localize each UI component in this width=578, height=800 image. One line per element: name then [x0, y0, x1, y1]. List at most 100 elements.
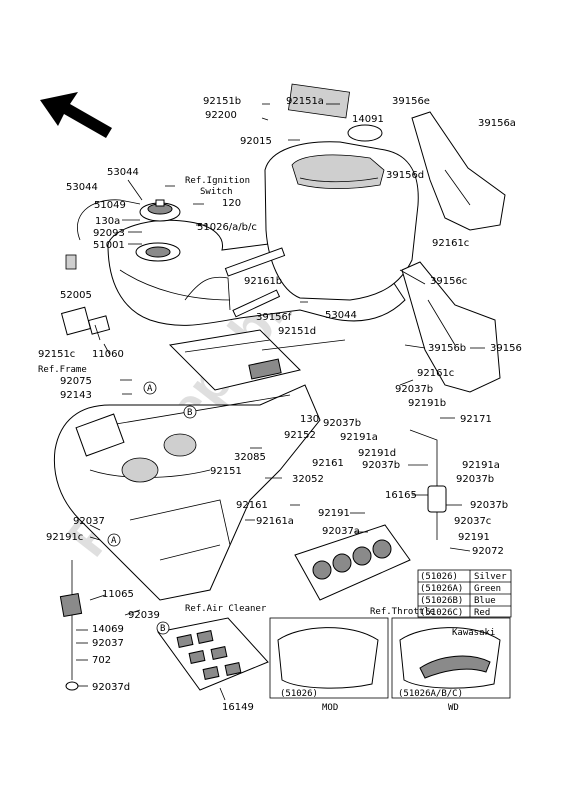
part-label: 92075	[60, 376, 92, 387]
throttle-body	[294, 524, 411, 601]
part-label: 92161	[236, 500, 268, 511]
color-legend: (51026) Silver (51026A) Green (51026B) B…	[417, 569, 512, 618]
part-label: 702	[92, 655, 111, 666]
legend-color: Red	[474, 608, 490, 618]
legend-color: Green	[474, 584, 501, 594]
legend-code: (51026B)	[420, 596, 463, 606]
part-label: 11065	[102, 589, 134, 600]
part-label: 92039	[128, 610, 160, 621]
tank-variant-caption-right: WD	[448, 703, 459, 713]
part-label: 53044	[66, 182, 98, 193]
part-label: 92161c	[417, 368, 454, 379]
part-label: 92171	[460, 414, 492, 425]
front-direction-arrow-icon	[40, 92, 112, 138]
part-label: 51026/a/b/c	[197, 222, 257, 233]
part-label: 92191c	[46, 532, 83, 543]
tank-strip-lower	[232, 289, 281, 318]
part-label: 16149	[222, 702, 254, 713]
tank-strip	[224, 247, 286, 277]
svg-text:A: A	[111, 536, 117, 546]
part-labels: 92151b 92200 92151a 39156e 14091 39156a …	[38, 96, 522, 713]
part-label: 39156	[490, 343, 522, 354]
part-label: 51049	[94, 200, 126, 211]
legend-code: (51026A)	[420, 584, 463, 594]
callout-b-lower: B	[156, 621, 170, 635]
part-label: 92037b	[456, 474, 494, 485]
callout-a-lower: A	[107, 533, 121, 547]
part-label: 11060	[92, 349, 124, 360]
part-label: 92161	[312, 458, 344, 469]
tank-cover	[264, 83, 419, 301]
tank-variant-code-right: (51026A/B/C)	[398, 689, 463, 699]
part-label: 92191d	[358, 448, 396, 459]
ref-air-cleaner-label: Ref.Air Cleaner	[185, 604, 267, 614]
fuel-filter	[409, 429, 447, 540]
part-label: 92072	[472, 546, 504, 557]
part-label: 32085	[234, 452, 266, 463]
part-label: 52005	[60, 290, 92, 301]
leader-lines	[76, 103, 485, 701]
ref-throttle-label: Ref.Throttle	[370, 607, 435, 617]
part-label: 120	[222, 198, 241, 209]
tank-variant-wd: Kawasaki (51026A/B/C) WD	[391, 617, 511, 713]
air-cleaner-element	[157, 617, 269, 691]
part-label: 53044	[325, 310, 357, 321]
part-label: 39156a	[478, 118, 516, 129]
part-label: 92037	[92, 638, 124, 649]
brand-badge: Kawasaki	[452, 628, 495, 638]
fuel-pump-module	[60, 254, 111, 336]
part-label: 39156e	[392, 96, 430, 107]
part-label: 39156c	[430, 276, 467, 287]
tank-variant-code-left: (51026)	[280, 689, 318, 699]
part-label: 92191a	[340, 432, 378, 443]
part-label: 92151c	[38, 349, 75, 360]
tank-variant-mod: (51026) MOD	[269, 617, 389, 713]
part-label: 92161a	[256, 516, 294, 527]
part-label: 92152	[284, 430, 316, 441]
callout-b-upper: B	[183, 405, 197, 419]
tank-variant-caption-left: MOD	[322, 703, 338, 713]
drain-hose	[59, 560, 83, 691]
ref-frame-label: Ref.Frame	[38, 365, 87, 375]
part-label: 92191a	[462, 460, 500, 471]
part-label: 92161b	[244, 276, 282, 287]
ref-ignition-label: Ref.Ignition	[185, 176, 250, 186]
part-label: 92151b	[203, 96, 241, 107]
part-label: 92161c	[432, 238, 469, 249]
part-label: 92191b	[408, 398, 446, 409]
part-label: 92037c	[454, 516, 491, 527]
side-cover-lower	[401, 261, 501, 393]
part-label: 92015	[240, 136, 272, 147]
part-label: 92037a	[322, 526, 360, 537]
part-label: 39156f	[256, 312, 292, 323]
part-label: 92151d	[278, 326, 316, 337]
legend-code: (51026C)	[420, 608, 463, 618]
part-label: 92200	[205, 110, 237, 121]
side-cover-upper	[411, 111, 506, 231]
part-label: 39156b	[428, 343, 466, 354]
part-label: 92093	[93, 228, 125, 239]
drain-cable	[261, 339, 346, 351]
part-label: 92037b	[323, 418, 361, 429]
tank-bracket	[168, 329, 301, 391]
legend-color: Blue	[474, 596, 496, 606]
part-label: 92037	[73, 516, 105, 527]
part-label: 92037b	[362, 460, 400, 471]
part-label: 92191	[458, 532, 490, 543]
frame	[53, 384, 321, 601]
part-label: 51001	[93, 240, 125, 251]
part-label: 14069	[92, 624, 124, 635]
part-label: 92191	[318, 508, 350, 519]
part-label: 39156d	[386, 170, 424, 181]
part-label: 130a	[95, 216, 120, 227]
part-label: 92037b	[470, 500, 508, 511]
fuel-cap	[139, 199, 181, 222]
svg-text:B: B	[187, 408, 192, 418]
part-label: 92143	[60, 390, 92, 401]
part-label: 53044	[107, 167, 139, 178]
part-label: 130	[300, 414, 319, 425]
part-label: 32052	[292, 474, 324, 485]
legend-color: Silver	[474, 572, 507, 582]
part-label: 92151a	[286, 96, 324, 107]
